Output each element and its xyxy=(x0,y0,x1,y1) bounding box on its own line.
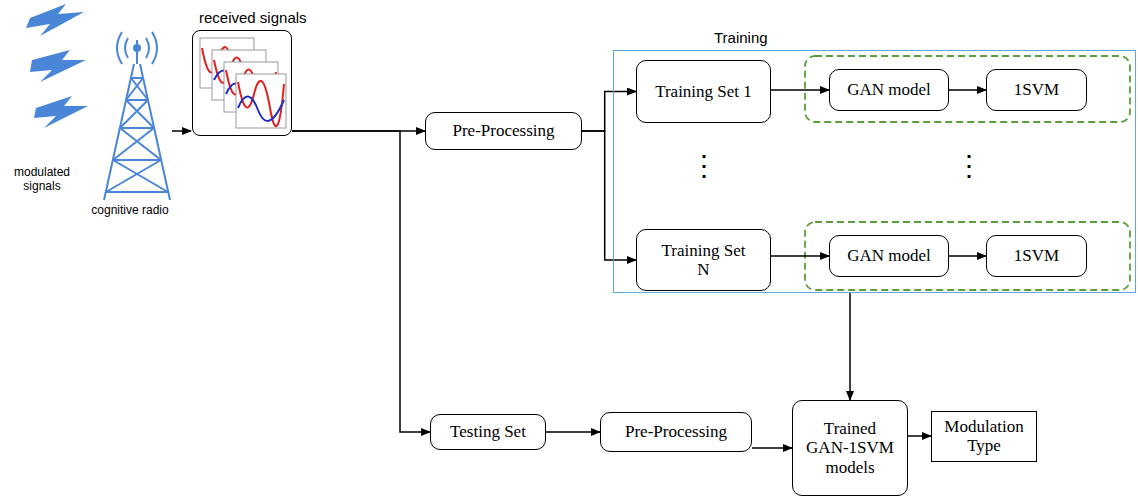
signal-frame: received signals xyxy=(192,30,292,136)
box-label: GAN model xyxy=(847,246,931,265)
continuation-dots: ⋮ xyxy=(690,150,714,182)
signal-plots xyxy=(200,38,286,128)
box-label: Trained GAN-1SVM models xyxy=(802,419,898,476)
process-box: Testing Set xyxy=(430,414,546,450)
box-label: Testing Set xyxy=(450,422,526,441)
process-box: Training Set N xyxy=(636,229,771,291)
process-box: GAN model xyxy=(829,69,949,111)
process-box: Training Set 1 xyxy=(636,60,771,123)
signal-bolts xyxy=(26,4,88,128)
box-label: GAN model xyxy=(847,80,931,99)
radio-tower xyxy=(104,32,170,200)
flow-arrow xyxy=(292,131,430,432)
process-box: Pre-Processing xyxy=(425,112,582,150)
model-group xyxy=(805,56,1130,122)
flow-arrow xyxy=(771,89,829,91)
annotation-label: cognitive radio xyxy=(80,204,180,218)
process-box: 1SVM xyxy=(986,235,1087,277)
process-box: Trained GAN-1SVM models xyxy=(792,400,908,496)
flow-arrow xyxy=(771,255,829,257)
node-heading: Training xyxy=(714,29,768,46)
box-label: Training Set 1 xyxy=(655,82,752,101)
flow-arrow xyxy=(582,131,636,260)
flow-arrow xyxy=(949,89,986,91)
process-box: Pre-Processing xyxy=(600,412,752,452)
flow-arrow xyxy=(582,92,636,132)
box-label: Pre-Processing xyxy=(625,422,727,441)
model-group xyxy=(805,222,1130,290)
flow-arrow xyxy=(752,447,792,449)
flow-arrow xyxy=(849,293,851,400)
box-label: Training Set N xyxy=(654,241,754,279)
continuation-dots: ⋮ xyxy=(955,150,979,182)
tower-arrow xyxy=(172,130,191,132)
box-label: Pre-Processing xyxy=(453,121,555,140)
process-box: 1SVM xyxy=(986,69,1087,111)
flow-arrow xyxy=(546,431,600,433)
flow-arrow xyxy=(949,255,986,257)
box-label: 1SVM xyxy=(1014,80,1059,99)
flow-arrow xyxy=(908,435,931,437)
annotation-label: modulated signals xyxy=(2,166,82,194)
node-heading: received signals xyxy=(199,9,307,26)
process-box: GAN model xyxy=(829,235,949,277)
process-box: Modulation Type xyxy=(931,411,1037,462)
box-label: 1SVM xyxy=(1014,246,1059,265)
box-label: Modulation Type xyxy=(939,417,1029,455)
